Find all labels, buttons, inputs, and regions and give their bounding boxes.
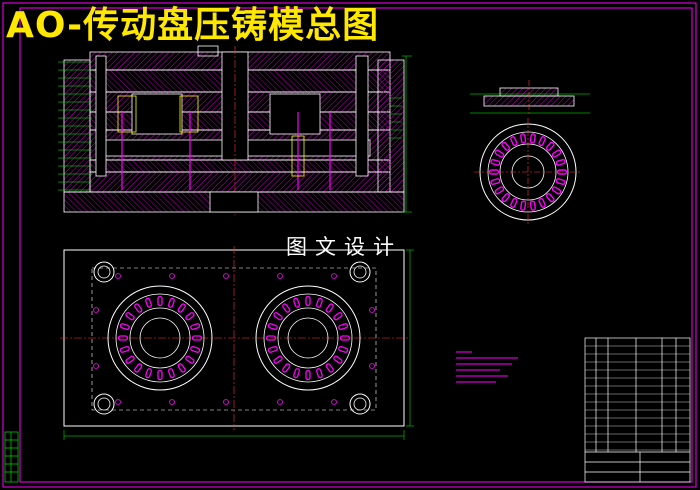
slot-mark [555,159,566,166]
plan-view [60,246,414,440]
slot-mark [125,355,135,364]
slot-mark [529,200,536,211]
slot-mark [333,355,343,364]
pin-hole [93,307,99,313]
slot-mark [520,200,527,211]
pin-hole [93,363,99,369]
pin-hole [223,399,229,405]
slot-mark [538,197,546,208]
slot-mark [134,303,143,313]
slot-mark [190,346,201,353]
slot-mark [556,169,568,175]
slot-mark [293,368,300,379]
slot-mark [333,312,343,321]
pin-hole [115,399,121,405]
watermark: 图文设计 [286,235,402,259]
slot-mark [501,141,511,151]
slot-mark [157,369,163,381]
slot-mark [191,335,203,341]
pin-hole [115,273,121,279]
part-view [470,80,590,226]
binding-strip [4,431,19,483]
slot-mark [305,295,311,307]
slot-mark [119,323,130,330]
pin-hole [369,363,375,369]
pin-hole [277,399,283,405]
slot-mark [545,193,555,203]
slot-mark [157,295,163,307]
slot-mark [494,149,505,158]
slot-mark [177,303,186,313]
technical-notes [456,351,518,383]
slot-mark [119,346,130,353]
slot-mark [510,136,518,147]
slot-mark [538,136,546,147]
slot-mark [190,323,201,330]
slot-mark [338,323,349,330]
slot-mark [168,368,175,379]
pin-hole [169,273,175,279]
slot-mark [529,133,536,144]
slot-mark [490,178,501,185]
pin-hole [369,307,375,313]
pin-hole [169,399,175,405]
pin-hole [223,273,229,279]
inner-border [19,7,693,483]
slot-mark [555,178,566,185]
slot-mark [325,303,334,313]
slot-mark [185,355,195,364]
slot-mark [145,297,152,308]
slot-mark [339,335,351,341]
slot-mark [316,368,323,379]
slot-mark [501,193,511,203]
slot-mark [267,346,278,353]
slot-mark [494,186,505,195]
slot-mark [510,197,518,208]
slot-mark [177,363,186,373]
slot-mark [551,186,562,195]
slot-mark [325,363,334,373]
drawing-title: AO-传动盘压铸模总图 [6,5,380,46]
slot-mark [316,297,323,308]
pin-hole [277,273,283,279]
slot-mark [267,323,278,330]
slot-mark [185,312,195,321]
slot-mark [134,363,143,373]
slot-mark [488,169,500,175]
slot-mark [168,297,175,308]
slot-mark [338,346,349,353]
pin-hole [331,273,337,279]
slot-mark [273,355,283,364]
section-view [58,45,412,215]
slot-mark [125,312,135,321]
pin-hole [331,399,337,405]
slot-mark [117,335,129,341]
slot-mark [545,141,555,151]
slot-mark [145,368,152,379]
slot-mark [265,335,277,341]
slot-mark [305,369,311,381]
slot-mark [551,149,562,158]
slot-mark [273,312,283,321]
slot-mark [282,303,291,313]
slot-mark [490,159,501,166]
slot-mark [293,297,300,308]
slot-mark [520,133,527,144]
slot-mark [282,363,291,373]
